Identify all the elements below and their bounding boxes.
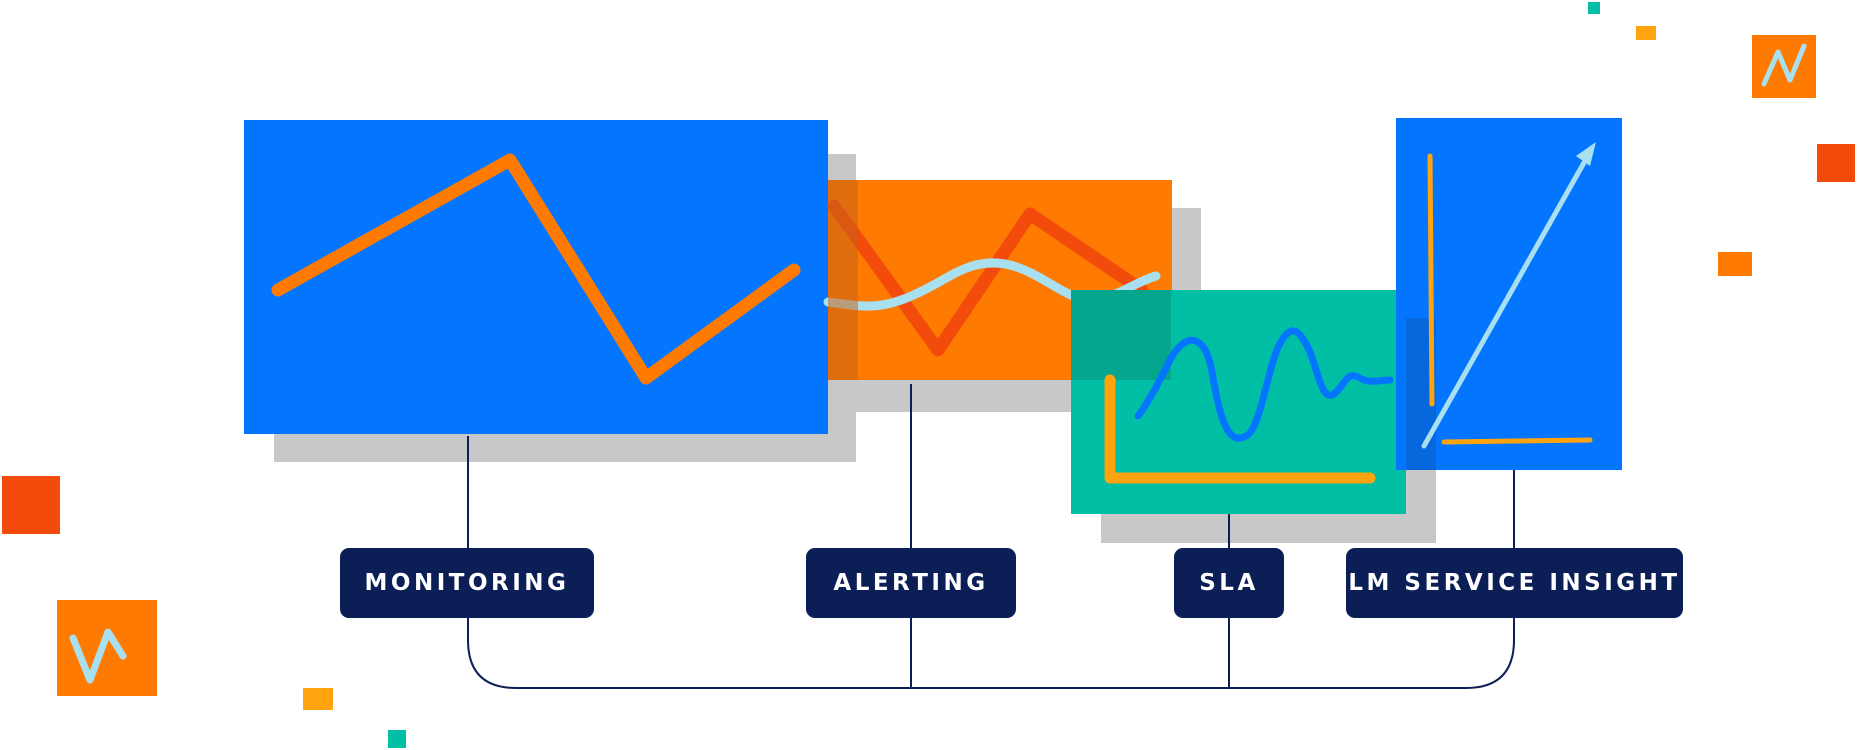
zigzag-icon [1761, 43, 1807, 87]
deco-square [303, 688, 333, 710]
deco-square [1588, 2, 1600, 14]
zigzag-icon [69, 628, 127, 684]
monitoring-label: MONITORING [340, 548, 594, 618]
line-chart-icon [271, 153, 801, 385]
axis-horizontal [1441, 437, 1593, 445]
overlap-shade [828, 180, 858, 380]
axis-vertical [1427, 153, 1435, 407]
deco-square [1636, 26, 1656, 40]
wave-chart-icon [1134, 327, 1394, 442]
alert-chart-icon [827, 199, 1149, 357]
sla-label: SLA [1174, 548, 1284, 618]
sla-panel [1071, 290, 1406, 514]
connector-lines [467, 384, 1515, 689]
insight-panel [1396, 118, 1622, 470]
sla-overlap [1071, 290, 1171, 380]
alerting-label: ALERTING [806, 548, 1016, 618]
deco-square [2, 476, 60, 534]
monitoring-panel [244, 120, 828, 434]
deco-square [1817, 144, 1855, 182]
deco-square [1718, 252, 1752, 276]
arrow-head-icon [1576, 142, 1596, 166]
axis-line [1104, 374, 1376, 484]
deco-square [388, 730, 406, 748]
service-insight-label: LM SERVICE INSIGHT [1346, 548, 1683, 618]
mini-chart-badge-bottom-left [57, 600, 157, 696]
bottom-bracket [467, 618, 1515, 689]
trend-arrow-chart-icon [1421, 149, 1593, 449]
mini-chart-badge-top-right [1752, 35, 1816, 98]
